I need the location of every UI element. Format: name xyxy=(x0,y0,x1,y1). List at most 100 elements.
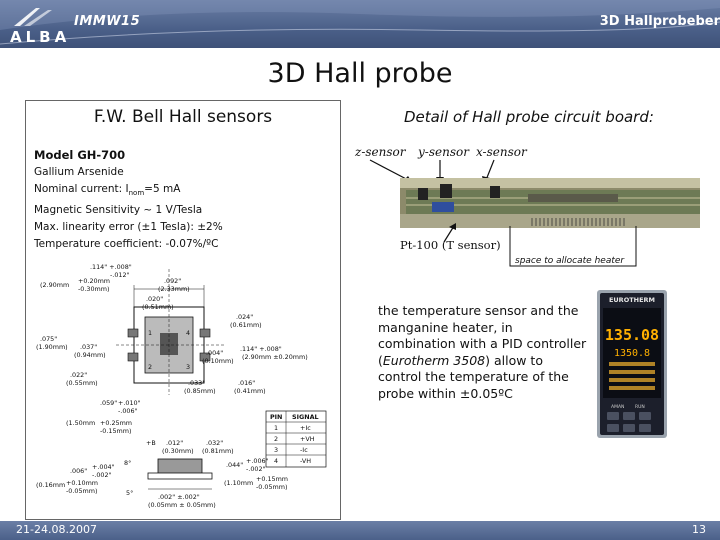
svg-text:8°: 8° xyxy=(124,459,131,467)
svg-text:AMAN: AMAN xyxy=(611,404,624,410)
svg-text:(0.16mm: (0.16mm xyxy=(36,481,65,489)
heater-space-label: space to allocate heater xyxy=(515,256,625,266)
pin-signal-table: PIN SIGNAL 1 +Ic 2 +VH 3 -Ic 4 -VH xyxy=(265,410,327,468)
svg-text:+0.15mm: +0.15mm xyxy=(256,475,288,483)
svg-text:4: 4 xyxy=(274,457,278,465)
svg-text:-Ic: -Ic xyxy=(300,446,308,454)
conference-name: IMMW15 xyxy=(74,14,141,29)
svg-text:-.012": -.012" xyxy=(110,271,130,279)
header-band xyxy=(0,0,720,48)
svg-text:.114" +.008": .114" +.008" xyxy=(90,263,132,271)
svg-text:3: 3 xyxy=(274,446,278,454)
svg-text:.037": .037" xyxy=(80,343,97,351)
svg-text:3: 3 xyxy=(186,363,190,371)
svg-text:(0.30mm): (0.30mm) xyxy=(162,447,194,455)
spec-sensitivity: Magnetic Sensitivity ~ 1 V/Tesla xyxy=(34,204,203,217)
svg-text:(0.55mm): (0.55mm) xyxy=(66,379,98,387)
svg-text:(1.10mm: (1.10mm xyxy=(224,479,253,487)
svg-text:.075": .075" xyxy=(40,335,57,343)
svg-text:.006": .006" xyxy=(70,467,87,475)
y-sensor-label: y-sensor xyxy=(418,145,469,159)
svg-text:+.010": +.010" xyxy=(118,399,141,407)
svg-text:-.002": -.002" xyxy=(92,471,112,479)
svg-text:(2.33mm): (2.33mm) xyxy=(158,285,190,293)
svg-text:EUROTHERM: EUROTHERM xyxy=(609,296,655,304)
page-number: 13 xyxy=(692,523,706,536)
footer-date: 21-24.08.2007 xyxy=(16,523,97,536)
svg-text:.004": .004" xyxy=(206,349,223,357)
logo-text: ALBA xyxy=(10,28,71,46)
svg-text:.114" +.008": .114" +.008" xyxy=(240,345,282,353)
svg-text:.044": .044" xyxy=(226,461,243,469)
svg-text:+Ic: +Ic xyxy=(300,424,311,432)
svg-text:(2.90mm: (2.90mm xyxy=(40,281,69,289)
svg-text:(1.90mm): (1.90mm) xyxy=(36,343,68,351)
svg-text:+0.10mm: +0.10mm xyxy=(66,479,98,487)
spec-linearity: Max. linearity error (±1 Tesla): ±2% xyxy=(34,221,223,234)
svg-text:(1.50mm: (1.50mm xyxy=(66,419,95,427)
spec-material: Gallium Arsenide xyxy=(34,166,124,178)
svg-text:5°: 5° xyxy=(126,489,133,497)
sensor-dimension-drawing: 1 4 2 3 .114" +.008" -.012" (2.90mm +0.2… xyxy=(36,263,327,509)
svg-text:(0.61mm): (0.61mm) xyxy=(230,321,262,329)
spec-current: Nominal current: Inom=5 mA xyxy=(34,183,181,198)
svg-text:(0.41mm): (0.41mm) xyxy=(234,387,266,395)
svg-text:.033": .033" xyxy=(188,379,205,387)
svg-text:.032": .032" xyxy=(206,439,223,447)
svg-text:.059": .059" xyxy=(100,399,117,407)
svg-text:SIGNAL: SIGNAL xyxy=(292,413,319,421)
svg-text:+0.25mm: +0.25mm xyxy=(100,419,132,427)
heater-space-bracket xyxy=(509,226,637,267)
pt100-pointer-arrow xyxy=(443,223,456,243)
x-sensor-label: x-sensor xyxy=(476,145,527,159)
z-sensor-label: z-sensor xyxy=(355,145,406,159)
circuit-board-heading: Detail of Hall probe circuit board: xyxy=(404,108,654,126)
svg-text:RUN: RUN xyxy=(635,404,645,410)
svg-text:.016": .016" xyxy=(238,379,255,387)
svg-text:(2.90mm ±0.20mm): (2.90mm ±0.20mm) xyxy=(242,353,308,361)
svg-text:-.006": -.006" xyxy=(118,407,138,415)
svg-text:1: 1 xyxy=(274,424,278,432)
svg-text:(0.81mm): (0.81mm) xyxy=(202,447,234,455)
svg-text:2: 2 xyxy=(148,363,152,371)
svg-text:.002" ±.002": .002" ±.002" xyxy=(158,493,200,501)
svg-text:+0.20mm: +0.20mm xyxy=(78,277,110,285)
spec-list: Model GH-700 Gallium Arsenide Nominal cu… xyxy=(34,147,223,253)
hall-sensor-panel: F.W. Bell Hall sensors Model GH-700 Gall… xyxy=(25,100,341,520)
svg-text:+.004": +.004" xyxy=(92,463,115,471)
header-title: 3D Hallprobeber xyxy=(599,14,720,29)
svg-text:.022": .022" xyxy=(70,371,87,379)
model-name: Model GH-700 xyxy=(34,148,126,162)
svg-text:.020": .020" xyxy=(146,295,163,303)
svg-text:-0.05mm): -0.05mm) xyxy=(256,483,287,491)
svg-text:4: 4 xyxy=(186,329,190,337)
svg-text:.012": .012" xyxy=(166,439,183,447)
svg-text:(0.05mm ± 0.05mm): (0.05mm ± 0.05mm) xyxy=(148,501,216,509)
svg-text:(0.85mm): (0.85mm) xyxy=(184,387,216,395)
svg-text:-0.30mm): -0.30mm) xyxy=(78,285,109,293)
alba-logo-icon xyxy=(10,6,68,32)
svg-text:+.006": +.006" xyxy=(246,457,269,465)
svg-text:.024": .024" xyxy=(236,313,253,321)
svg-text:-0.15mm): -0.15mm) xyxy=(100,427,131,435)
svg-text:2: 2 xyxy=(274,435,278,443)
panel-heading: F.W. Bell Hall sensors xyxy=(93,107,273,127)
svg-text:-VH: -VH xyxy=(300,457,311,465)
controller-description: the temperature sensor and the manganine… xyxy=(378,303,587,401)
svg-text:+VH: +VH xyxy=(300,435,315,443)
svg-text:+B: +B xyxy=(146,439,156,447)
spec-temperature: Temperature coefficient: -0.07%/ºC xyxy=(34,238,219,251)
svg-text:1350.8: 1350.8 xyxy=(614,348,650,359)
footer-band xyxy=(0,521,720,540)
header-swoosh-graphic xyxy=(0,0,720,45)
svg-text:135.08: 135.08 xyxy=(605,326,659,344)
svg-text:PIN: PIN xyxy=(270,413,282,421)
svg-text:-.002": -.002" xyxy=(246,465,266,473)
svg-text:-0.05mm): -0.05mm) xyxy=(66,487,97,495)
svg-text:(0.10mm): (0.10mm) xyxy=(202,357,234,365)
svg-text:1: 1 xyxy=(148,329,152,337)
eurotherm-controller-photo: EUROTHERM 135.08 1350.8 AMAN RUN xyxy=(597,290,667,438)
svg-text:(0.51mm): (0.51mm) xyxy=(142,303,174,311)
svg-text:.092": .092" xyxy=(164,277,181,285)
svg-text:(0.94mm): (0.94mm) xyxy=(74,351,106,359)
